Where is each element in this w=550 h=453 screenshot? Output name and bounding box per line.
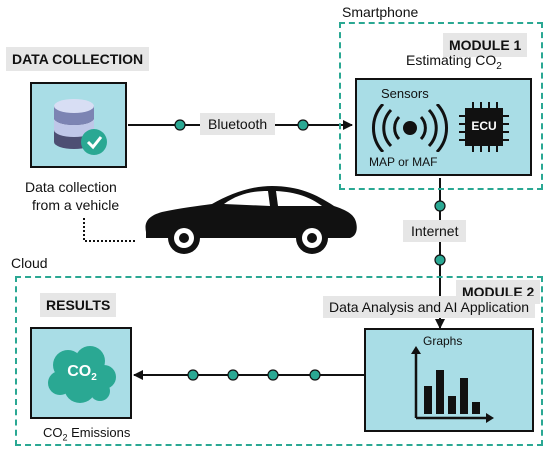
connector-node (434, 254, 446, 266)
cloud-region (15, 276, 543, 446)
co2-emissions-caption: CO2 Emissions (43, 425, 130, 443)
co2-emissions-suffix: Emissions (67, 425, 131, 440)
module1-panel: Sensors MAP or MAF ECU (355, 78, 532, 176)
graphs-label: Graphs (423, 334, 463, 348)
database-check-icon (54, 99, 107, 155)
chip-pins-icon (459, 102, 509, 152)
co2-cloud-text-sub: 2 (91, 372, 97, 384)
ecu-label: ECU (471, 119, 497, 133)
sensor-type-label: MAP or MAF (369, 155, 438, 169)
connector-node (434, 200, 446, 212)
connector-node (297, 119, 309, 131)
connector-node (174, 119, 186, 131)
connector-node (227, 369, 239, 381)
module1-title: MODULE 1 (443, 33, 528, 57)
module1-subtitle: Estimating CO2 (406, 52, 502, 72)
data-collection-caption-line1: Data collection (25, 179, 117, 195)
module2-panel: Graphs (364, 328, 534, 432)
data-collection-heading: DATA COLLECTION (6, 47, 150, 71)
bluetooth-label: Bluetooth (200, 113, 276, 135)
module1-subtitle-text: Estimating CO (406, 52, 497, 68)
module2-subtitle: Data Analysis and AI Application (323, 296, 536, 318)
connector-node (309, 369, 321, 381)
module1-subtitle-sub: 2 (496, 60, 502, 72)
smartphone-region (339, 22, 543, 190)
smartphone-region-label: Smartphone (342, 4, 419, 20)
connector-node (267, 369, 279, 381)
co2-cloud-text: CO2 (46, 363, 118, 383)
bar-graph-icon (411, 346, 494, 423)
connector-node (187, 369, 199, 381)
co2-emissions-sub: 2 (62, 432, 68, 443)
data-collection-caption-line2: from a vehicle (32, 197, 120, 213)
co2-emissions-prefix: CO (43, 425, 63, 440)
data-collection-panel (30, 82, 127, 168)
results-panel: CO2 (30, 327, 132, 419)
sensors-label: Sensors (381, 86, 429, 101)
car-icon (145, 186, 357, 254)
internet-label: Internet (403, 220, 467, 242)
co2-cloud-text-main: CO (67, 363, 92, 380)
ecu-chip-icon: ECU (459, 102, 509, 152)
cloud-region-label: Cloud (11, 255, 48, 271)
results-heading: RESULTS (40, 293, 117, 317)
co2-cloud-icon (48, 346, 116, 403)
sensor-signal-icon (372, 104, 448, 152)
vehicle-dotted-link (83, 218, 135, 242)
